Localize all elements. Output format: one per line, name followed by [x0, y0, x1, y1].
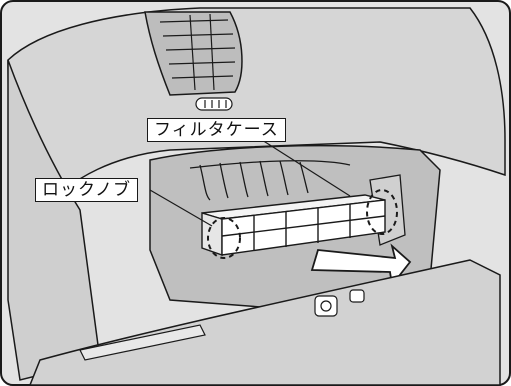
- lower-trim: [28, 259, 501, 386]
- side-panel: [7, 59, 101, 381]
- lock-knob-left-marker: [207, 217, 241, 259]
- lock-knob-leader: [149, 189, 213, 227]
- lock-knob-label: ロックノブ: [35, 178, 138, 202]
- glovebox-hinge: [79, 324, 206, 361]
- filter-case-leader: [261, 139, 351, 197]
- air-vent: [144, 11, 243, 96]
- blower-housing: [189, 160, 351, 201]
- lock-knob-right-marker: [366, 189, 398, 235]
- filter-case-label: フィルタケース: [147, 118, 286, 142]
- arrow-icon: [310, 243, 412, 288]
- vent-dial: [195, 97, 233, 111]
- latch: [314, 289, 365, 317]
- vent-louvers: [159, 13, 236, 91]
